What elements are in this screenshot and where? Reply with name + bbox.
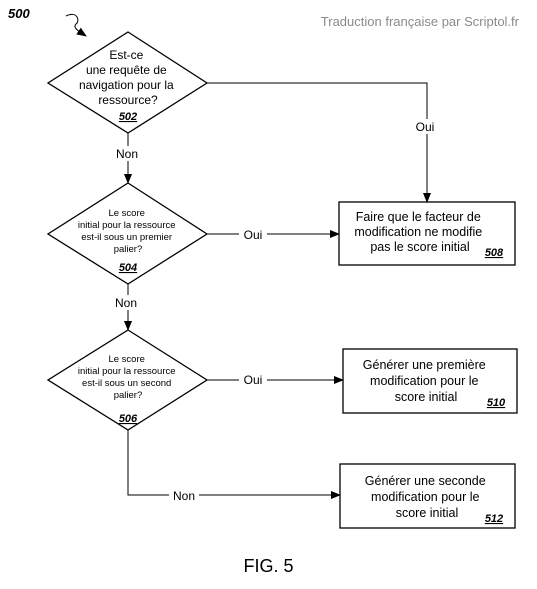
figure-reference-label: 500 (8, 6, 30, 21)
edge-506-no (127, 430, 341, 499)
edge-506-yes-label: Oui (244, 373, 263, 387)
edge-504-yes-label: Oui (244, 228, 263, 242)
action-508-text: Faire que le facteur de modification ne … (354, 210, 485, 254)
translation-credit: Traduction française par Scriptol.fr (320, 14, 519, 29)
decision-502-ref: 502 (119, 111, 137, 123)
action-508-box (338, 201, 516, 266)
action-510-text: Générer une première modification pour l… (363, 358, 489, 404)
figure-ref-leader (65, 13, 87, 37)
edge-504-no-label: Non (115, 296, 137, 310)
decision-506-text: Le score initial pour la ressource est-i… (78, 354, 178, 401)
decision-504-ref: 504 (119, 262, 137, 274)
action-512-text: Générer une seconde modification pour le… (365, 474, 489, 520)
action-512-ref: 512 (485, 513, 503, 525)
action-510-ref: 510 (487, 397, 506, 409)
action-512-box (339, 463, 516, 529)
edge-506-no-label: Non (173, 489, 195, 503)
edge-502-no-label: Non (116, 147, 138, 161)
action-510-box (342, 348, 518, 414)
edge-502-yes (207, 82, 431, 203)
decision-504-text: Le score initial pour la ressource est-i… (78, 208, 178, 255)
decision-506-ref: 506 (119, 413, 138, 425)
figure-caption: FIG. 5 (243, 556, 294, 576)
action-508-ref: 508 (485, 247, 504, 259)
decision-502-text: Est-ce une requête de navigation pour la… (79, 48, 177, 107)
edge-502-yes-label: Oui (416, 120, 435, 134)
